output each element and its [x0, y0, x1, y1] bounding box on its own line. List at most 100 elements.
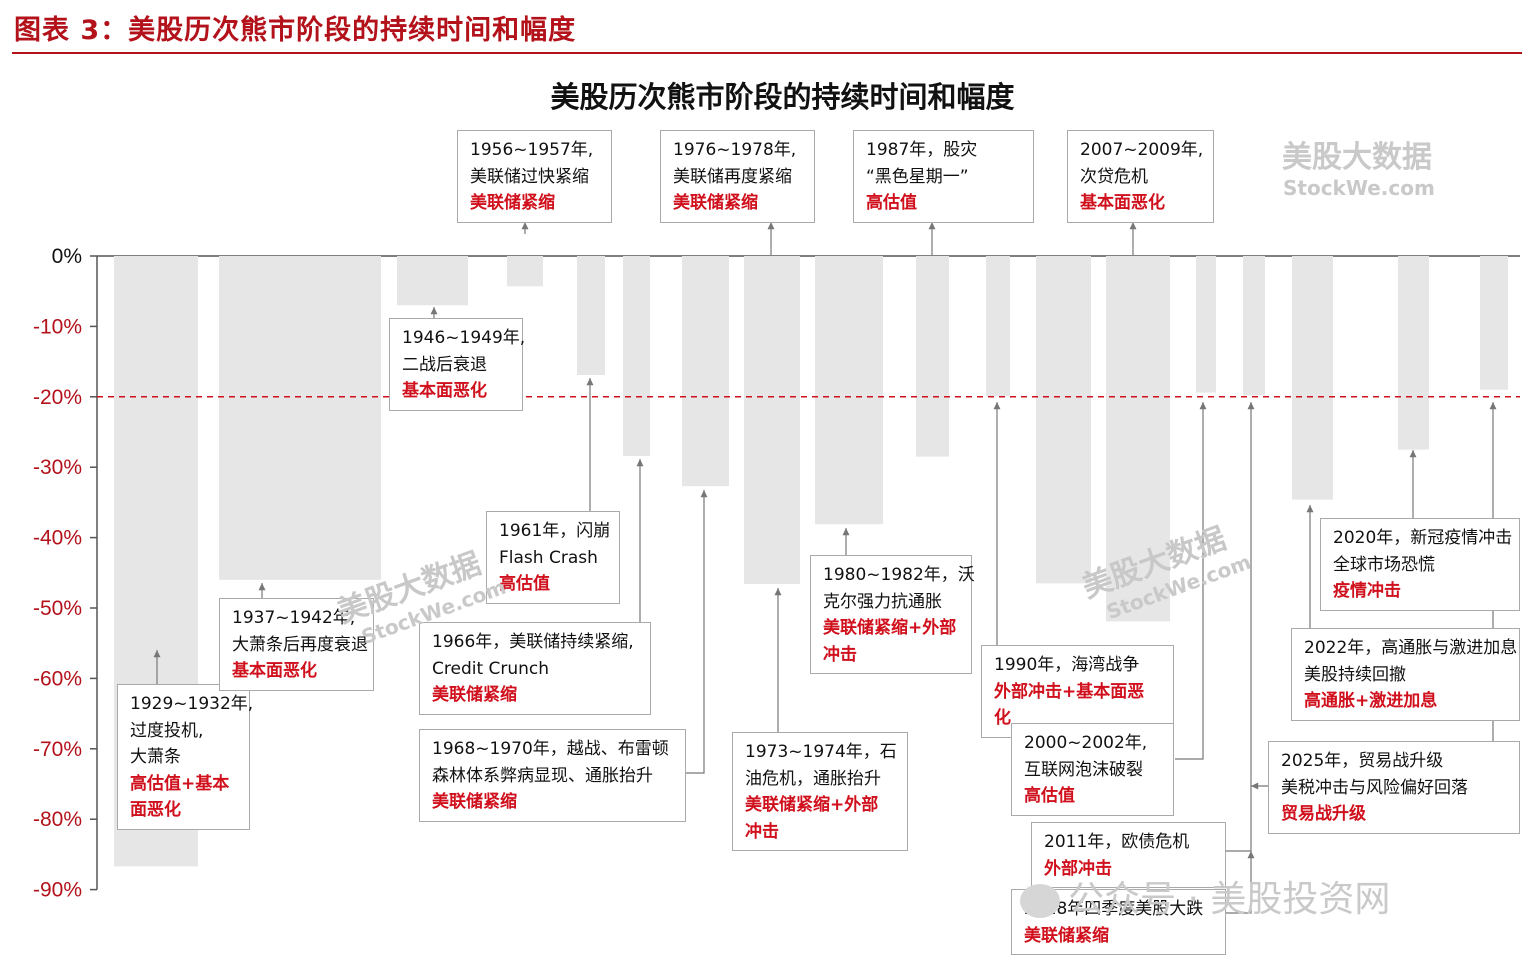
callout-period: 2007~2009年,	[1080, 140, 1204, 160]
callout-description: 美股持续回撤	[1304, 664, 1406, 685]
callout-box: 2025年，贸易战升级美税冲击与风险偏好回落贸易战升级	[1268, 741, 1520, 834]
bar-1937~1942年	[219, 256, 381, 580]
y-tick-label: -10%	[33, 315, 82, 338]
callout-box: 1968~1970年，越战、布雷顿森林体系弊病显现、通胀抬升美联储紧缩	[419, 729, 686, 822]
chart-title: 美股历次熊市阶段的持续时间和幅度	[550, 80, 1015, 114]
callout-period: 2011年，欧债危机	[1044, 832, 1190, 852]
bar-1961年	[577, 256, 605, 375]
bar-1946~1949年	[397, 256, 468, 306]
callout-box: 2011年，欧债危机外部冲击	[1031, 822, 1226, 888]
callout-period: 2018年四季度美股大跌	[1024, 899, 1204, 919]
arrowhead-icon	[993, 402, 1001, 410]
callout-period: 1976~1978年,	[673, 140, 797, 160]
callout-description: 美税冲击与风险偏好回落	[1281, 777, 1468, 798]
callout-description: 过度投机,	[130, 720, 204, 741]
callout-description: 互联网泡沫破裂	[1024, 759, 1143, 780]
callout-box: 1987年，股灾“黑色星期一”高估值	[853, 130, 1034, 223]
callout-cause-tag: 基本面恶化	[402, 381, 487, 401]
y-tick-label: -40%	[33, 527, 82, 550]
callout-description: 克尔强力抗通胀	[823, 591, 942, 612]
callout-cause-tag: 美联储紧缩	[470, 193, 555, 213]
callout-period: 2022年，高通胀与激进加息	[1304, 638, 1518, 658]
header-divider	[12, 52, 1522, 54]
connector-line	[1175, 402, 1204, 760]
callout-period: 1990年，海湾战争	[994, 655, 1140, 675]
callout-description: 油危机，通胀抬升	[745, 768, 881, 789]
bar-2025年	[1480, 256, 1508, 390]
arrowhead-icon	[1489, 402, 1497, 410]
bar-1973~1974年	[744, 256, 800, 585]
callout-box: 1946~1949年,二战后衰退基本面恶化	[389, 318, 526, 411]
callout-period: 1929~1932年,	[130, 694, 254, 714]
callout-cause-tag: 高估值+基本面恶化	[130, 773, 230, 821]
callout-description: 大萧条后再度衰退	[232, 634, 368, 655]
bar-1990年	[986, 256, 1010, 397]
arrowhead-icon	[521, 222, 529, 230]
y-tick-label: -30%	[33, 456, 82, 479]
callout-period: 1973~1974年，石	[745, 742, 897, 762]
callout-description: Credit Crunch	[432, 658, 550, 679]
footer-watermark: 公众号 · 美股投资网	[1020, 870, 1390, 922]
y-tick-label: -90%	[33, 879, 82, 902]
callout-box: 1929~1932年,过度投机,大萧条高估值+基本面恶化	[117, 684, 254, 830]
callout-box: 2007~2009年,次贷危机基本面恶化	[1067, 130, 1214, 223]
connector-line	[686, 490, 705, 774]
callout-cause-tag: 疫情冲击	[1333, 581, 1401, 601]
bar-1980~1982年	[815, 256, 883, 525]
figure-caption: 图表 3：美股历次熊市阶段的持续时间和幅度	[14, 15, 577, 46]
callout-cause-tag: 高通胀+激进加息	[1304, 691, 1438, 711]
callout-period: 1937~1942年,	[232, 608, 356, 628]
callout-period: 1956~1957年,	[470, 140, 594, 160]
arrowhead-icon	[1247, 402, 1255, 410]
bar-2000~2002年	[1036, 256, 1091, 584]
callout-period: 1946~1949年,	[402, 328, 526, 348]
callout-cause-tag: 基本面恶化	[1080, 193, 1165, 213]
arrowhead-icon	[1251, 782, 1259, 790]
callout-box: 1976~1978年,美联储再度紧缩美联储紧缩	[660, 130, 815, 223]
bar-2020年	[1292, 256, 1333, 500]
bar-2007~2009年	[1106, 256, 1170, 622]
y-tick-label: -20%	[33, 386, 82, 409]
bar-1956~1957年	[507, 256, 543, 287]
arrowhead-icon	[636, 459, 644, 467]
callout-period: 1968~1970年，越战、布雷顿	[432, 739, 669, 759]
arrowhead-icon	[1199, 402, 1207, 410]
watermark-top-right: 美股大数据 StockWe.com	[1282, 132, 1435, 200]
callout-cause-tag: 贸易战升级	[1281, 804, 1366, 824]
callout-box: 1980~1982年，沃克尔强力抗通胀美联储紧缩+外部冲击	[810, 555, 975, 674]
arrowhead-icon	[1129, 222, 1137, 230]
y-tick-label: -60%	[33, 667, 82, 690]
y-tick-label: -80%	[33, 808, 82, 831]
callout-cause-tag: 基本面恶化	[232, 661, 317, 681]
arrowhead-icon	[700, 490, 708, 498]
callout-description: 美联储过快紧缩	[470, 166, 589, 187]
callout-cause-tag: 美联储紧缩	[673, 193, 758, 213]
callout-period: 1961年，闪崩	[499, 521, 611, 541]
callout-description: Flash Crash	[499, 547, 598, 568]
callout-period: 2000~2002年,	[1024, 733, 1148, 753]
bar-2022年	[1398, 256, 1429, 450]
callout-box: 1956~1957年, 美联储过快紧缩美联储紧缩	[457, 130, 612, 223]
arrowhead-icon	[774, 588, 782, 596]
wechat-logo-icon	[1020, 884, 1060, 918]
callout-box: 2000~2002年,互联网泡沫破裂高估值	[1011, 723, 1174, 816]
bar-2018年	[1243, 256, 1265, 396]
bar-2011年	[1196, 256, 1216, 393]
callout-box: 1990年，海湾战争外部冲击+基本面恶化	[981, 645, 1174, 738]
callout-description: “黑色星期一”	[866, 166, 969, 187]
callout-cause-tag: 外部冲击	[1044, 858, 1112, 879]
callout-box: 2020年，新冠疫情冲击全球市场恐慌疫情冲击	[1320, 518, 1520, 611]
callout-period: 1987年，股灾	[866, 140, 978, 160]
arrowhead-icon	[1306, 505, 1314, 513]
arrowhead-icon	[928, 222, 936, 230]
callout-description: 森林体系弊病显现、通胀抬升	[432, 765, 653, 786]
callout-cause-tag: 美联储紧缩	[432, 685, 517, 705]
callout-box: 2022年，高通胀与激进加息美股持续回撤高通胀+激进加息	[1291, 628, 1520, 721]
arrowhead-icon	[153, 650, 161, 658]
callout-period: 2025年，贸易战升级	[1281, 751, 1444, 771]
callout-box: 1973~1974年，石油危机，通胀抬升美联储紧缩+外部冲击	[732, 732, 908, 851]
bar-1966年	[623, 256, 650, 456]
callout-cause-tag: 美联储紧缩+外部冲击	[745, 795, 879, 842]
callout-cause-tag: 高估值	[499, 574, 550, 594]
